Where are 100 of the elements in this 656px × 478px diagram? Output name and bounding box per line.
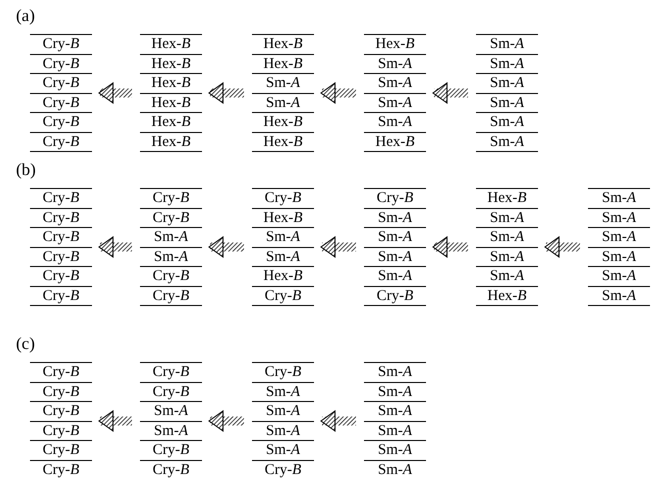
block-arrow xyxy=(98,410,132,432)
layer-label: Cry-B xyxy=(140,286,202,306)
layer-label: Cry-B xyxy=(30,286,92,306)
layer-label: Cry-B xyxy=(30,188,92,208)
layer-label: Hex-B xyxy=(140,74,202,94)
layer-stack xyxy=(252,362,314,478)
layer-stack xyxy=(30,188,92,306)
layer-label: Sm-A xyxy=(476,208,538,228)
layer-label: Sm-A xyxy=(476,228,538,248)
block-arrow xyxy=(320,82,356,104)
layer-label: Sm-A xyxy=(364,422,426,441)
layer-stack xyxy=(140,34,202,152)
layer-label: Sm-A xyxy=(476,132,538,152)
layer-label: Cry-B xyxy=(30,94,92,113)
layer-label: Cry-B xyxy=(140,460,202,478)
layer-label: Cry-B xyxy=(364,286,426,306)
layer-stack xyxy=(588,188,650,306)
layer-label: Hex-B xyxy=(140,132,202,152)
layer-label: Sm-A xyxy=(476,34,538,54)
panel-label: (a) xyxy=(16,6,35,26)
layer-label: Sm-A xyxy=(588,267,650,286)
layer-label: Sm-A xyxy=(476,94,538,113)
layer-label: Sm-A xyxy=(364,362,426,382)
layer-label: Sm-A xyxy=(140,248,202,267)
layer-label: Cry-B xyxy=(30,460,92,478)
layer-stack xyxy=(252,34,314,152)
layer-label: Sm-A xyxy=(364,94,426,113)
layer-label: Hex-B xyxy=(252,267,314,286)
layer-label: Cry-B xyxy=(252,188,314,208)
layer-label: Sm-A xyxy=(476,74,538,94)
layer-label: Cry-B xyxy=(140,188,202,208)
block-arrow xyxy=(320,236,356,258)
layer-label: Sm-A xyxy=(364,208,426,228)
layer-label: Cry-B xyxy=(30,54,92,74)
block-arrow xyxy=(432,236,468,258)
layer-label: Sm-A xyxy=(364,113,426,132)
layer-label: Cry-B xyxy=(30,248,92,267)
block-arrow xyxy=(208,236,244,258)
layer-label: Sm-A xyxy=(252,248,314,267)
layer-label: Cry-B xyxy=(30,382,92,402)
block-arrow xyxy=(432,82,468,104)
panel-label: (c) xyxy=(16,334,35,354)
block-arrow xyxy=(320,410,356,432)
layer-label: Sm-A xyxy=(476,267,538,286)
layer-label: Sm-A xyxy=(476,54,538,74)
layer-stack xyxy=(476,34,538,152)
layer-label: Hex-B xyxy=(140,54,202,74)
layer-stack xyxy=(364,34,426,152)
layer-label: Sm-A xyxy=(140,422,202,441)
layer-label: Sm-A xyxy=(364,382,426,402)
layer-label: Hex-B xyxy=(364,132,426,152)
layer-stack xyxy=(30,34,92,152)
layer-stack xyxy=(364,188,426,306)
layer-stack xyxy=(476,188,538,306)
layer-label: Sm-A xyxy=(140,228,202,248)
layer-label: Cry-B xyxy=(252,286,314,306)
layer-label: Sm-A xyxy=(364,54,426,74)
block-arrow xyxy=(98,236,132,258)
layer-label: Cry-B xyxy=(140,441,202,460)
layer-label: Hex-B xyxy=(476,188,538,208)
layer-label: Cry-B xyxy=(140,362,202,382)
layer-stack xyxy=(30,362,92,478)
layer-label: Cry-B xyxy=(30,113,92,132)
layer-label: Sm-A xyxy=(140,402,202,422)
layer-label: Hex-B xyxy=(252,208,314,228)
layer-label: Hex-B xyxy=(364,34,426,54)
layer-label: Cry-B xyxy=(30,74,92,94)
layer-label: Hex-B xyxy=(252,54,314,74)
layer-stack xyxy=(140,188,202,306)
layer-label: Sm-A xyxy=(588,188,650,208)
layer-label: Sm-A xyxy=(364,402,426,422)
layer-label: Cry-B xyxy=(30,441,92,460)
layer-label: Sm-A xyxy=(364,248,426,267)
layer-label: Sm-A xyxy=(364,267,426,286)
layer-stack xyxy=(252,188,314,306)
block-arrow xyxy=(208,82,244,104)
layer-label: Sm-A xyxy=(588,248,650,267)
layer-label: Cry-B xyxy=(364,188,426,208)
layer-stack xyxy=(140,362,202,478)
layer-label: Cry-B xyxy=(140,267,202,286)
block-arrow xyxy=(544,236,580,258)
layer-label: Cry-B xyxy=(30,402,92,422)
layer-label: Sm-A xyxy=(476,248,538,267)
layer-label: Cry-B xyxy=(140,208,202,228)
layer-label: Sm-A xyxy=(364,441,426,460)
layer-label: Sm-A xyxy=(252,402,314,422)
layer-label: Hex-B xyxy=(476,286,538,306)
layer-label: Cry-B xyxy=(30,132,92,152)
layer-label: Cry-B xyxy=(30,34,92,54)
layer-label: Sm-A xyxy=(364,228,426,248)
layer-label: Hex-B xyxy=(252,113,314,132)
layer-label: Sm-A xyxy=(476,113,538,132)
layer-label: Hex-B xyxy=(252,34,314,54)
layer-label: Sm-A xyxy=(252,441,314,460)
panel-label: (b) xyxy=(16,160,36,180)
layer-label: Sm-A xyxy=(252,228,314,248)
layer-label: Sm-A xyxy=(252,382,314,402)
layer-label: Cry-B xyxy=(30,267,92,286)
layer-label: Sm-A xyxy=(252,74,314,94)
layer-label: Sm-A xyxy=(364,74,426,94)
